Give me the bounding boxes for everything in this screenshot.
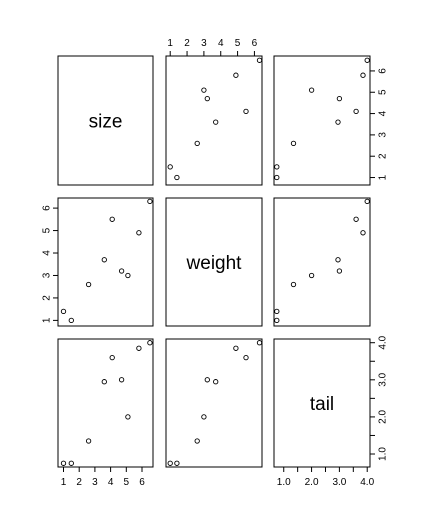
data-point-tail-vs-size <box>118 377 125 383</box>
data-point-tail-vs-weight <box>201 414 207 420</box>
data-point-tail-vs-weight <box>167 460 173 466</box>
x-tick-label-weight: 5 <box>235 38 241 49</box>
x-tick-label-size: 2 <box>76 477 82 488</box>
x-tick-label-weight: 3 <box>201 38 207 49</box>
variable-label-tail: tail <box>310 394 334 415</box>
panel-frame-weight-weight <box>165 197 263 327</box>
data-point-weight-vs-tail <box>360 230 366 236</box>
data-point-weight-vs-tail <box>353 216 359 222</box>
data-point-tail-vs-size <box>136 345 142 351</box>
panel-frame-tail-size <box>57 338 154 468</box>
data-point-weight-vs-tail <box>290 281 297 288</box>
panel-frame-size-size <box>57 55 154 186</box>
y-tick-label-size: 1 <box>378 174 389 180</box>
data-point-tail-vs-size <box>60 460 67 466</box>
y-tick-label-tail: 3.0 <box>378 372 389 386</box>
data-point-size-vs-tail <box>290 140 297 147</box>
data-point-size-vs-weight <box>213 119 219 125</box>
y-tick-label-weight: 5 <box>42 227 53 233</box>
data-point-weight-vs-tail <box>336 268 343 274</box>
panel-frame-tail-weight <box>165 338 263 468</box>
data-point-size-vs-tail <box>308 87 315 93</box>
data-point-size-vs-weight <box>233 72 239 78</box>
data-point-size-vs-weight <box>243 108 249 115</box>
data-point-tail-vs-weight <box>213 379 219 385</box>
panel-frame-size-tail <box>273 55 371 186</box>
y-tick-label-size: 2 <box>378 153 389 159</box>
panel-frame-weight-tail <box>273 197 371 327</box>
y-tick-label-tail: 4.0 <box>378 335 389 349</box>
data-point-tail-vs-weight <box>174 460 180 466</box>
data-point-tail-vs-size <box>109 354 115 361</box>
x-tick-label-size: 4 <box>108 477 114 488</box>
x-tick-label-tail: 4.0 <box>360 477 374 488</box>
data-point-weight-vs-size <box>118 268 125 274</box>
data-point-tail-vs-size <box>68 460 74 466</box>
data-point-weight-vs-size <box>60 308 67 315</box>
x-tick-label-size: 6 <box>139 477 145 488</box>
x-tick-label-size: 1 <box>61 477 67 488</box>
data-point-size-vs-tail <box>360 72 366 78</box>
data-point-weight-vs-size <box>68 317 74 324</box>
data-point-weight-vs-tail <box>274 308 280 315</box>
y-tick-label-weight: 2 <box>42 295 53 301</box>
data-point-weight-vs-tail <box>364 198 370 205</box>
data-point-size-vs-weight <box>194 140 200 147</box>
data-point-tail-vs-size <box>147 340 153 346</box>
data-point-weight-vs-size <box>125 272 131 279</box>
data-point-size-vs-tail <box>353 108 359 115</box>
data-point-weight-vs-size <box>101 257 107 263</box>
data-point-weight-vs-size <box>147 198 153 205</box>
data-point-size-vs-tail <box>336 95 343 102</box>
y-tick-label-tail: 1.0 <box>378 447 389 461</box>
data-point-tail-vs-size <box>125 414 131 420</box>
variable-label-size: size <box>89 112 123 133</box>
y-tick-label-size: 4 <box>378 110 389 116</box>
data-point-weight-vs-tail <box>335 257 341 263</box>
data-point-size-vs-weight <box>204 95 210 102</box>
variable-label-weight: weight <box>186 253 243 274</box>
data-point-weight-vs-size <box>136 230 142 236</box>
x-tick-label-weight: 2 <box>184 38 190 49</box>
data-point-tail-vs-weight <box>204 377 210 383</box>
x-tick-label-weight: 6 <box>252 38 258 49</box>
x-tick-label-tail: 2.0 <box>305 477 319 488</box>
x-tick-label-tail: 1.0 <box>277 477 291 488</box>
x-tick-label-tail: 3.0 <box>332 477 346 488</box>
y-tick-label-size: 6 <box>378 68 389 74</box>
data-point-weight-vs-tail <box>308 272 315 279</box>
data-point-size-vs-tail <box>274 174 280 181</box>
data-point-size-vs-tail <box>335 119 341 125</box>
x-tick-label-weight: 4 <box>218 38 224 49</box>
data-point-size-vs-weight <box>174 174 180 181</box>
data-point-weight-vs-tail <box>274 317 280 324</box>
y-tick-label-weight: 3 <box>42 272 53 278</box>
y-tick-label-weight: 1 <box>42 317 53 323</box>
y-tick-label-weight: 6 <box>42 205 53 211</box>
y-tick-label-weight: 4 <box>42 250 53 256</box>
x-tick-label-size: 3 <box>92 477 98 488</box>
data-point-weight-vs-size <box>109 216 115 222</box>
data-point-tail-vs-weight <box>233 345 239 351</box>
x-tick-label-weight: 1 <box>167 38 173 49</box>
data-point-tail-vs-weight <box>256 340 263 346</box>
data-point-size-vs-tail <box>274 164 280 170</box>
data-point-size-vs-weight <box>201 87 207 93</box>
data-point-tail-vs-weight <box>194 438 200 444</box>
data-point-tail-vs-size <box>101 379 107 385</box>
data-point-tail-vs-size <box>85 438 92 444</box>
data-point-size-vs-tail <box>364 57 370 63</box>
x-tick-label-size: 5 <box>124 477 130 488</box>
y-tick-label-size: 3 <box>378 132 389 138</box>
data-point-size-vs-weight <box>256 57 263 63</box>
y-tick-label-size: 5 <box>378 89 389 95</box>
data-point-weight-vs-size <box>85 281 92 288</box>
data-point-tail-vs-weight <box>243 354 249 361</box>
data-point-size-vs-weight <box>167 164 173 170</box>
y-tick-label-tail: 2.0 <box>378 410 389 424</box>
